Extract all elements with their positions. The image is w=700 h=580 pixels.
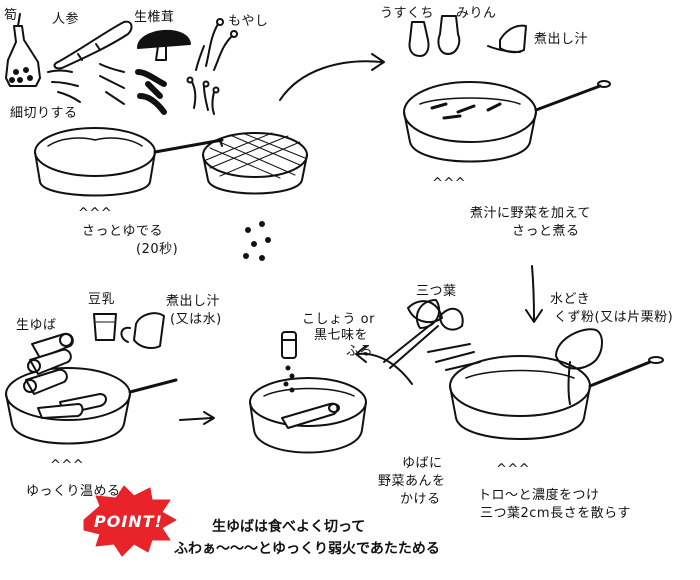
bamboo-shoot-icon bbox=[5, 13, 41, 87]
water-drops-icon bbox=[243, 221, 271, 261]
label-dashi-2-alt: (又は水) bbox=[170, 312, 222, 327]
arrow-icon bbox=[525, 265, 543, 323]
heat-marks-1: ^^^ bbox=[78, 206, 113, 221]
label-ninjin: 人参 bbox=[52, 12, 80, 27]
label-serve-1: ゆばに bbox=[402, 456, 443, 471]
pepper-shaker-icon bbox=[281, 331, 297, 393]
yuba-roll-icon bbox=[23, 332, 107, 419]
label-moyashi: もやし bbox=[228, 14, 269, 29]
label-mirin: みりん bbox=[456, 6, 497, 21]
label-mizudoki-2: くず粉(又は片栗粉) bbox=[554, 310, 674, 325]
label-boil: さっとゆでる bbox=[82, 224, 164, 239]
soy-milk-box-icon bbox=[93, 313, 117, 341]
label-pepper-3: ふる bbox=[346, 344, 374, 359]
label-shiitake: 生椎茸 bbox=[134, 10, 175, 25]
point-badge: POINT! bbox=[94, 512, 163, 531]
warming-pan-icon bbox=[5, 367, 178, 445]
label-thicken-1: トロ～と濃度をつけ bbox=[478, 488, 600, 503]
label-dashi-2: 煮出し汁 bbox=[166, 294, 221, 309]
label-pepper-1: こしょう or bbox=[302, 312, 375, 327]
dashi-pitcher-icon bbox=[120, 312, 165, 349]
mirin-bottle-icon bbox=[437, 15, 461, 55]
heat-marks-4: ^^^ bbox=[50, 458, 85, 473]
label-namayuba: 生ゆば bbox=[16, 318, 57, 333]
point-burst-icon bbox=[83, 485, 177, 557]
label-boil-time: (20秒) bbox=[136, 242, 179, 257]
label-serve-3: かける bbox=[400, 492, 441, 507]
label-warm: ゆっくり温める bbox=[26, 484, 121, 499]
thickening-pan-icon bbox=[449, 355, 664, 440]
label-mizudoki-1: 水どき bbox=[550, 292, 591, 307]
carrot-icon bbox=[53, 20, 133, 70]
heat-marks-2: ^^^ bbox=[432, 176, 467, 191]
arrow-icon bbox=[179, 411, 215, 425]
bean-sprouts-icon bbox=[195, 18, 238, 71]
label-thicken-2: 三つ葉2cm長さを散らす bbox=[480, 506, 631, 521]
label-pepper-2: 黒七味を bbox=[314, 328, 369, 343]
label-mitsuba: 三つ葉 bbox=[416, 284, 457, 299]
arrow-icon bbox=[279, 53, 385, 101]
usukuchi-bottle-icon bbox=[408, 21, 430, 57]
boiling-pan-icon bbox=[34, 127, 224, 197]
label-cut: 細切りする bbox=[10, 106, 78, 121]
mitsuba-leaf-icon bbox=[383, 299, 481, 371]
shiitake-mushroom-icon bbox=[137, 30, 191, 61]
label-serve-2: 野菜あんを bbox=[378, 474, 446, 489]
simmering-pan-icon bbox=[403, 80, 611, 163]
label-dashi-1: 煮出し汁 bbox=[534, 32, 589, 47]
point-line-1: 生ゆばは食べよく切って bbox=[212, 519, 366, 535]
point-badge-shape bbox=[83, 485, 177, 557]
label-tonyu: 豆乳 bbox=[88, 292, 116, 307]
label-simmer-1: 煮汁に野菜を加えて bbox=[470, 206, 591, 221]
heat-marks-3: ^^^ bbox=[496, 462, 531, 477]
serving-bowl-icon bbox=[249, 377, 367, 454]
strainer-icon bbox=[202, 132, 308, 195]
label-takenoko: 筍 bbox=[4, 8, 18, 23]
label-simmer-2: さっと煮る bbox=[512, 224, 580, 239]
point-line-2: ふわぁ～～～とゆっくり弱火であたためる bbox=[174, 541, 440, 557]
cut-vegetables-icon bbox=[47, 63, 220, 115]
kuzu-starch-bowl-icon bbox=[555, 328, 603, 405]
label-usukuchi: うすくち bbox=[380, 6, 435, 21]
dashi-cup-icon bbox=[487, 24, 527, 54]
arrow-icon bbox=[355, 345, 413, 385]
